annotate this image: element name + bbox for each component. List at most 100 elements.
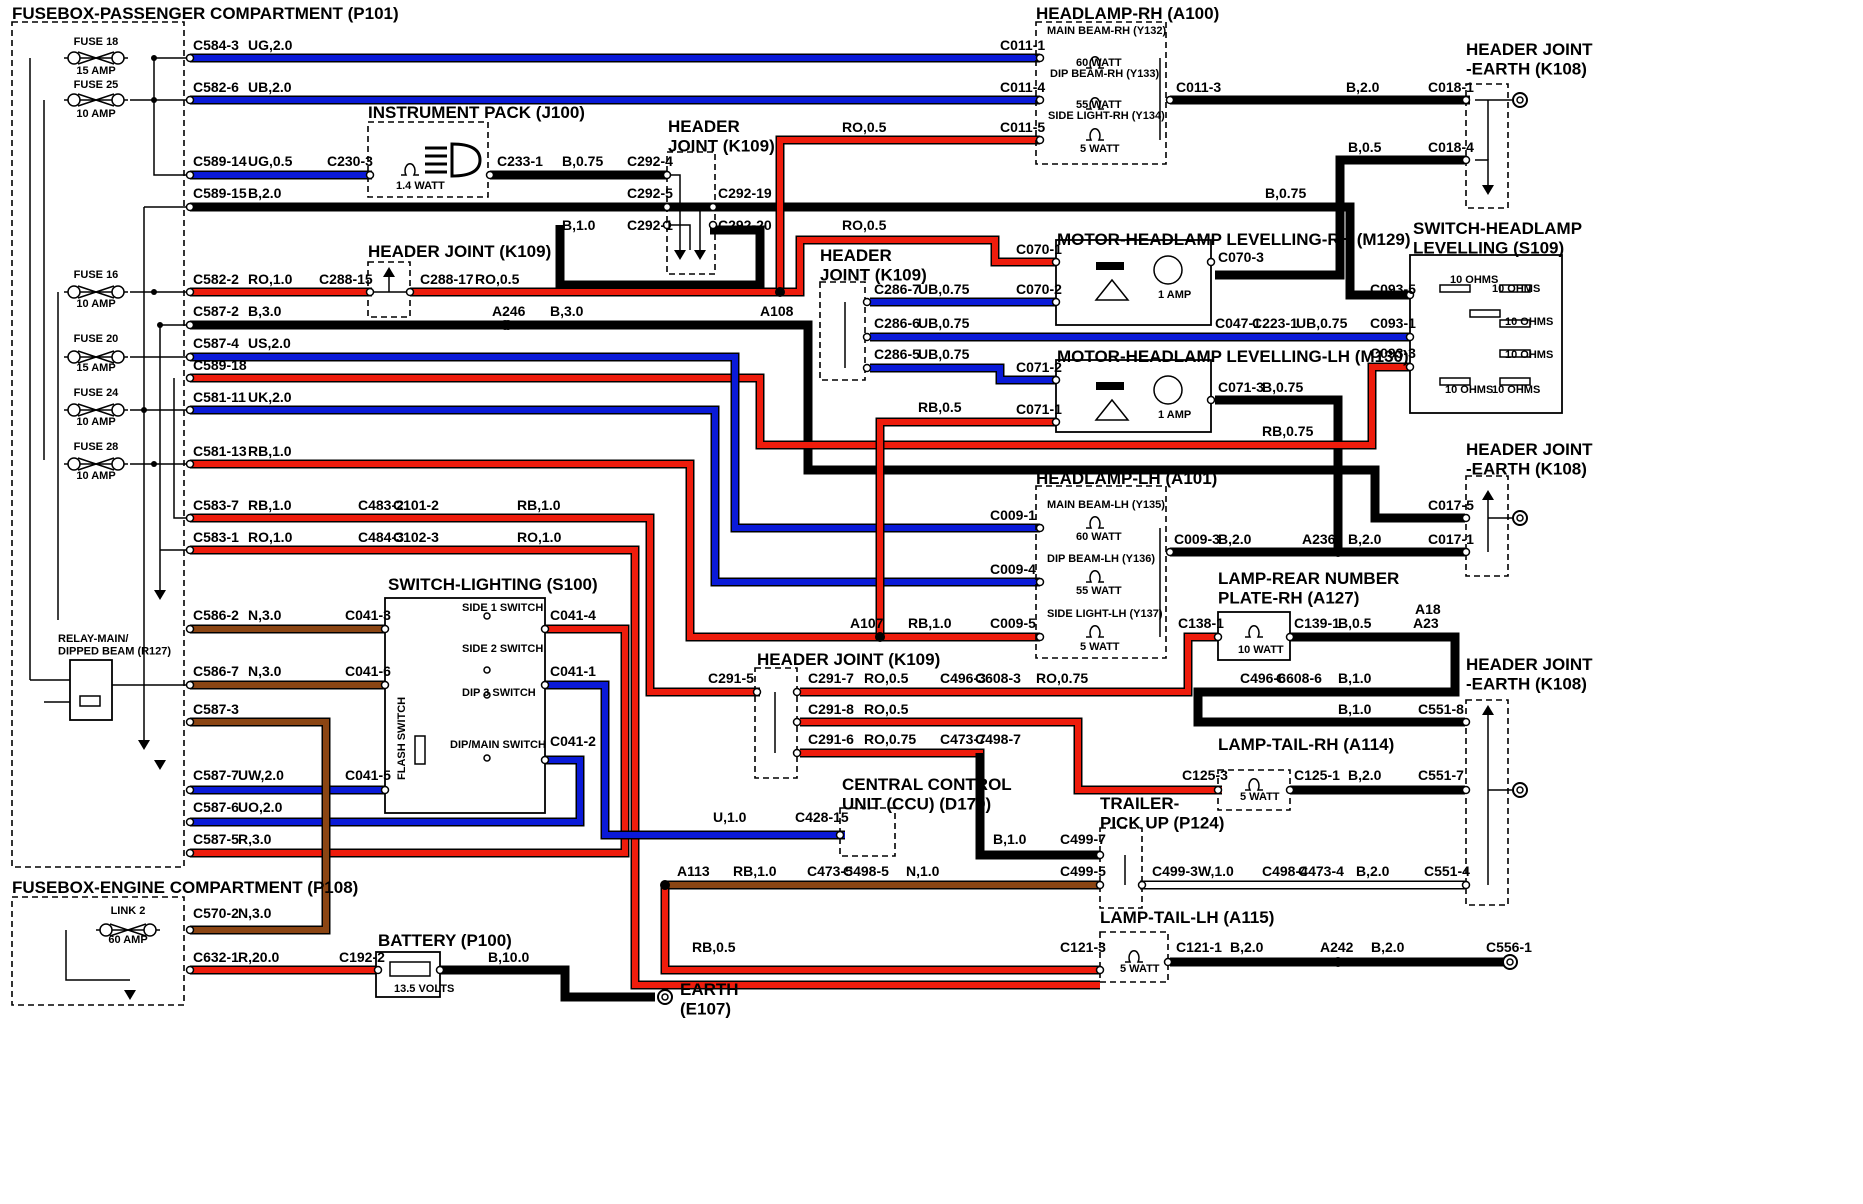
motor-element — [1096, 262, 1124, 270]
sub-label-w5_b: 5 WATT — [1080, 641, 1120, 653]
wire-c587-3 — [190, 719, 329, 933]
sub-label-ohm3: 10 OHMS — [1505, 316, 1553, 328]
terminal — [185, 545, 195, 555]
wire-c583-1 — [190, 547, 1100, 988]
wire-label: C286-6 — [874, 315, 920, 331]
wire-c581-11 — [190, 407, 1040, 585]
arrow-up — [1482, 705, 1494, 715]
switch-contact — [483, 754, 491, 762]
thin-line — [173, 378, 190, 519]
wire-label: C551-4 — [1424, 863, 1470, 879]
wire-label: C292-1 — [627, 217, 673, 233]
wire-label: RO,0.5 — [475, 271, 520, 287]
lamp-tail-rh-title: LAMP-TAIL-RH (A114) — [1218, 735, 1394, 754]
bulb-icon — [1245, 625, 1263, 638]
terminal — [185, 925, 195, 935]
wire-label: C041-6 — [345, 663, 391, 679]
wire-label: C473-7 — [940, 731, 986, 747]
junction-dot — [151, 97, 157, 103]
motor-icon — [1153, 255, 1183, 285]
fusebox-passenger-title: FUSEBOX-PASSENGER COMPARTMENT (P101) — [12, 4, 399, 23]
fuse-icon — [77, 403, 115, 417]
terminal — [185, 717, 195, 727]
headlamp-rh-box — [1035, 21, 1167, 165]
sub-label-dipmain: DIP/MAIN SWITCH — [450, 739, 546, 751]
wire-label: C498-5 — [843, 863, 889, 879]
terminal — [435, 965, 445, 975]
wire-label: UB,0.75 — [918, 315, 970, 331]
wire-c587-2 — [190, 320, 1465, 523]
terminal — [185, 320, 195, 330]
wire-label: UB,0.75 — [1296, 315, 1348, 331]
terminal — [1213, 785, 1223, 795]
resistor-icon — [1499, 377, 1531, 386]
terminal — [792, 717, 802, 727]
terminal — [1035, 53, 1045, 63]
terminal — [380, 680, 390, 690]
wire-label: C011-1 — [1000, 37, 1045, 53]
ground-arrow — [124, 990, 136, 1000]
earth-k108-2-title: HEADER JOINT-EARTH (K108) — [1466, 440, 1593, 479]
fuse-end — [67, 457, 81, 471]
wire-c583-7 — [190, 515, 760, 695]
fuse-end — [111, 350, 125, 364]
wire-c070-1 — [780, 237, 1056, 295]
terminal — [185, 170, 195, 180]
fuse-rating: 15 AMP — [76, 65, 115, 77]
terminal — [1405, 332, 1415, 342]
fuse-end — [143, 923, 157, 937]
wire-label: B,1.0 — [993, 831, 1027, 847]
terminal — [1405, 362, 1415, 372]
wire-label: C473-5 — [807, 863, 853, 879]
wire-label: C499-7 — [1060, 831, 1106, 847]
fuse-end — [67, 51, 81, 65]
wire-label: B,1.0 — [1338, 670, 1372, 686]
relay-title: RELAY-MAIN/DIPPED BEAM (R127) — [58, 633, 171, 658]
header-joint-k109-b-box — [367, 261, 411, 318]
wire-label: B,0.5 — [1348, 139, 1382, 155]
sub-label-dip_beam_rh: DIP BEAM-RH (Y133) — [1050, 68, 1160, 80]
junction-dot — [875, 632, 885, 642]
fuse-end — [67, 350, 81, 364]
lamp-tail-lh-title: LAMP-TAIL-LH (A115) — [1100, 908, 1274, 927]
wire-label: C608-6 — [1276, 670, 1322, 686]
wire-label: C093-1 — [1370, 315, 1416, 331]
resistor-icon — [1499, 349, 1531, 358]
wire-label: RO,0.75 — [1036, 670, 1088, 686]
wire-label: C499-5 — [1060, 863, 1106, 879]
flash-switch-icon — [414, 735, 426, 765]
wire-label: C291-6 — [808, 731, 854, 747]
terminal — [1461, 547, 1471, 557]
ground-arrow — [674, 250, 686, 260]
wire-label: C582-2 — [193, 271, 239, 287]
wire-label: UG,2.0 — [248, 37, 293, 53]
wire-label: C587-6 — [193, 799, 239, 815]
wire-label: C292-20 — [718, 217, 772, 233]
terminal — [1035, 95, 1045, 105]
terminal — [1461, 785, 1471, 795]
component-layer — [11, 21, 1563, 1006]
wire-label: C570-2 — [193, 905, 239, 921]
wire-label: C587-3 — [193, 701, 239, 717]
wire-label: B,2.0 — [1348, 531, 1382, 547]
sub-label-ohm5: 10 OHMS — [1445, 384, 1493, 396]
wire-label: C288-17 — [420, 271, 474, 287]
junction-dot — [151, 55, 157, 61]
sub-label-ohm6: 10 OHMS — [1492, 384, 1540, 396]
fuse-rating: 10 AMP — [76, 470, 115, 482]
terminal — [1051, 375, 1061, 385]
resistor-icon — [1499, 284, 1531, 293]
wire-c071-3 — [1215, 395, 1343, 552]
terminal — [185, 287, 195, 297]
diode-icon — [1094, 398, 1130, 421]
terminal — [792, 687, 802, 697]
wire-label: RO,1.0 — [248, 271, 293, 287]
terminal — [1035, 577, 1045, 587]
battery-cell-icon — [389, 961, 431, 977]
wire-label: C223-1 — [1252, 315, 1298, 331]
wire-label: B,2.0 — [1230, 939, 1264, 955]
sub-label-w60_b: 60 WATT — [1076, 531, 1122, 543]
relay-box — [69, 659, 113, 721]
